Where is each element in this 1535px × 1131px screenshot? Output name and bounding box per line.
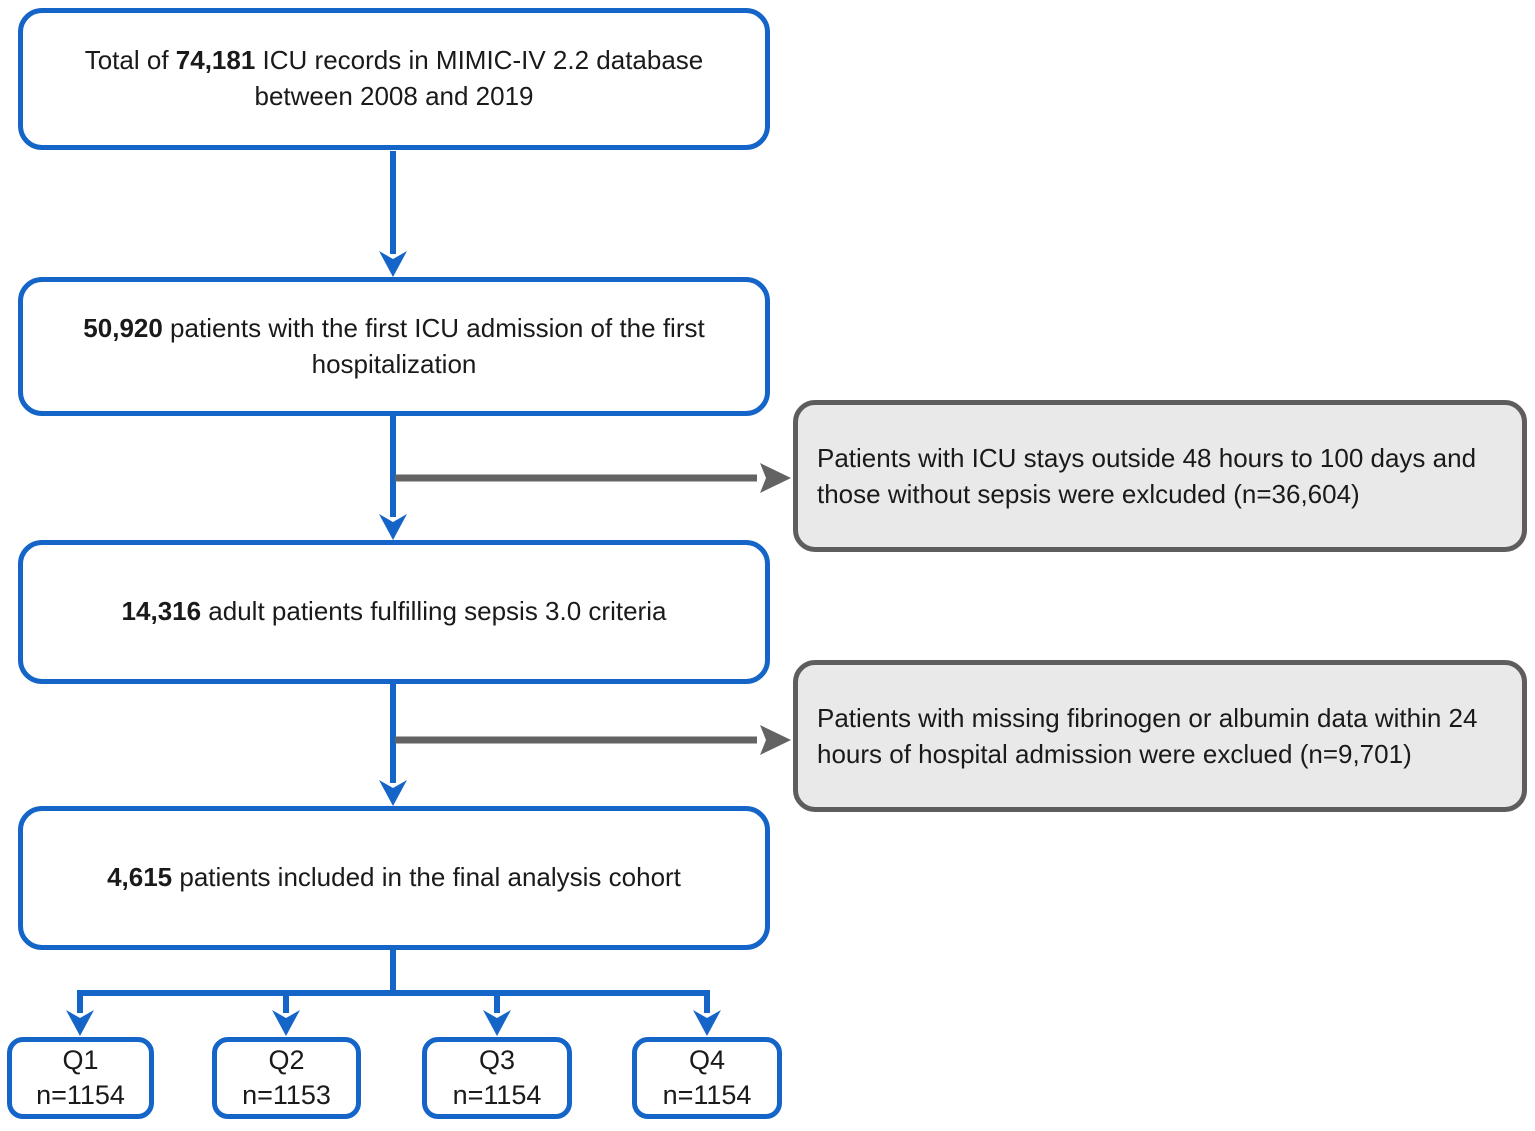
- quartile-box-q2: Q2 n=1153: [212, 1037, 361, 1119]
- exclusion-arrow-head-2-icon: [760, 725, 791, 755]
- flow-box-text: 50,920 patients with the first ICU admis…: [37, 311, 751, 383]
- quartile-branch-lines: [77, 950, 710, 1013]
- quartile-label: Q3: [478, 1044, 516, 1075]
- quartile-label: Q2: [268, 1044, 305, 1075]
- down-arrow-head-3-icon: [379, 780, 407, 806]
- quartile-box-q1: Q1 n=1154: [7, 1037, 154, 1119]
- quartile-n: n=1154: [36, 1080, 125, 1110]
- quartile-label: Q1: [62, 1044, 99, 1075]
- flow-box-text: 14,316 adult patients fulfilling sepsis …: [122, 594, 667, 630]
- text-prefix: Total of: [84, 45, 176, 76]
- down-arrow-head-1-icon: [379, 251, 407, 277]
- patient-count: 14,316: [121, 596, 202, 627]
- quartile-label: Q4: [688, 1044, 726, 1075]
- text-suffix: patients with the first ICU admission of…: [162, 312, 705, 379]
- quartile-box-q4: Q4 n=1154: [632, 1037, 782, 1119]
- quartile-n: n=1154: [452, 1080, 542, 1110]
- quartile-arrow-head-4-icon: [693, 1010, 721, 1036]
- text-suffix: ICU records in MIMIC-IV 2.2 database bet…: [254, 45, 704, 111]
- quartile-arrow-head-1-icon: [66, 1010, 94, 1036]
- flow-box-total-records: Total of 74,181 ICU records in MIMIC-IV …: [18, 8, 770, 150]
- flow-box-final-cohort: 4,615 patients included in the final ana…: [18, 806, 770, 950]
- flow-box-text: Total of 74,181 ICU records in MIMIC-IV …: [37, 43, 751, 115]
- down-arrow-head-2-icon: [379, 514, 407, 540]
- quartile-box-q3: Q3 n=1154: [422, 1037, 572, 1119]
- exclusion-text: Patients with ICU stays outside 48 hours…: [817, 442, 1477, 509]
- quartile-n: n=1154: [662, 1080, 752, 1110]
- exclusion-box-missing-labs: Patients with missing fibrinogen or albu…: [793, 660, 1527, 812]
- exclusion-arrow-head-1-icon: [760, 463, 791, 493]
- text-suffix: adult patients fulfilling sepsis 3.0 cri…: [201, 596, 667, 627]
- exclusion-box-icu-stay-sepsis: Patients with ICU stays outside 48 hours…: [793, 400, 1527, 552]
- patient-count: 4,615: [107, 862, 173, 893]
- exclusion-text: Patients with missing fibrinogen or albu…: [817, 702, 1478, 769]
- flow-box-text: 4,615 patients included in the final ana…: [107, 860, 681, 896]
- flow-box-sepsis-criteria: 14,316 adult patients fulfilling sepsis …: [18, 540, 770, 684]
- record-count: 74,181: [175, 45, 256, 76]
- quartile-arrow-head-2-icon: [272, 1010, 300, 1036]
- flow-box-first-admission: 50,920 patients with the first ICU admis…: [18, 277, 770, 416]
- text-suffix: patients included in the final analysis …: [172, 862, 681, 893]
- quartile-arrow-head-3-icon: [483, 1010, 511, 1036]
- quartile-n: n=1153: [242, 1080, 331, 1110]
- patient-count: 50,920: [83, 312, 163, 343]
